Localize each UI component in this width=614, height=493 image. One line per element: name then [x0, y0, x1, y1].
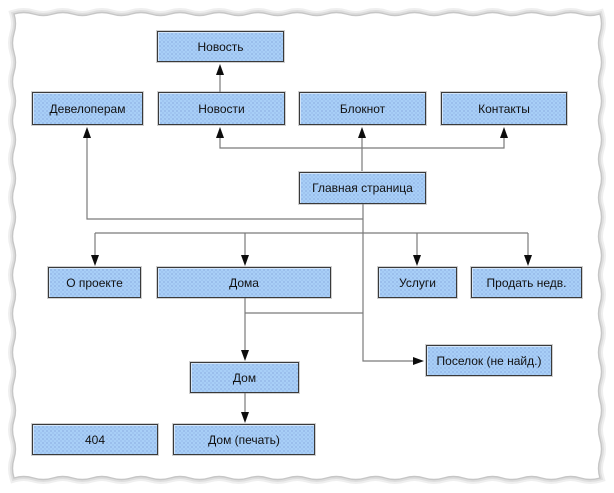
node-poselok[interactable]: Поселок (не найд.)	[426, 345, 552, 376]
arrowhead-up	[216, 127, 224, 138]
arrowhead-right	[413, 357, 424, 365]
node-label: Блокнот	[339, 101, 386, 116]
arrowhead-down	[241, 255, 249, 266]
connector	[86, 131, 363, 220]
node-label: Дома	[229, 275, 259, 290]
node-kontakty[interactable]: Контакты	[441, 92, 567, 125]
node-doma[interactable]: Дома	[157, 267, 331, 298]
arrowhead-down	[524, 255, 532, 266]
arrowhead-down	[241, 350, 249, 361]
node-label: Новости	[198, 101, 245, 116]
node-label: 404	[84, 432, 106, 447]
node-label: О проекте	[66, 275, 123, 290]
node-uslugi[interactable]: Услуги	[378, 267, 457, 298]
arrowhead-down	[241, 412, 249, 423]
node-label: Дом	[232, 370, 257, 385]
node-label: Продать недв.	[486, 275, 567, 290]
arrowhead-up	[216, 64, 224, 75]
node-o-proekte[interactable]: О проекте	[48, 267, 141, 298]
node-label: Поселок (не найд.)	[436, 353, 542, 368]
node-developeram[interactable]: Девелоперам	[32, 92, 143, 125]
connector	[362, 204, 418, 362]
arrowhead-up	[83, 127, 91, 138]
node-novosti[interactable]: Новости	[158, 92, 285, 125]
arrowhead-down	[413, 255, 421, 266]
arrowhead-up	[358, 127, 366, 138]
node-dom[interactable]: Дом	[190, 362, 299, 393]
node-prodat-nedv[interactable]: Продать недв.	[471, 267, 582, 298]
node-dom-pechat[interactable]: Дом (печать)	[173, 424, 315, 455]
arrowhead-down	[91, 255, 99, 266]
node-label: Главная страница	[312, 181, 413, 195]
arrowhead-up	[500, 127, 508, 138]
node-bloknot[interactable]: Блокнот	[299, 92, 426, 125]
node-glavnaya[interactable]: Главная страница	[299, 172, 426, 204]
node-novost[interactable]: Новость	[157, 31, 284, 62]
node-label: Дом (печать)	[208, 432, 280, 447]
node-err404[interactable]: 404	[32, 424, 158, 455]
node-label: Услуги	[399, 275, 436, 290]
node-label: Новость	[197, 39, 244, 54]
node-label: Девелоперам	[49, 101, 126, 116]
node-label: Контакты	[478, 101, 530, 116]
